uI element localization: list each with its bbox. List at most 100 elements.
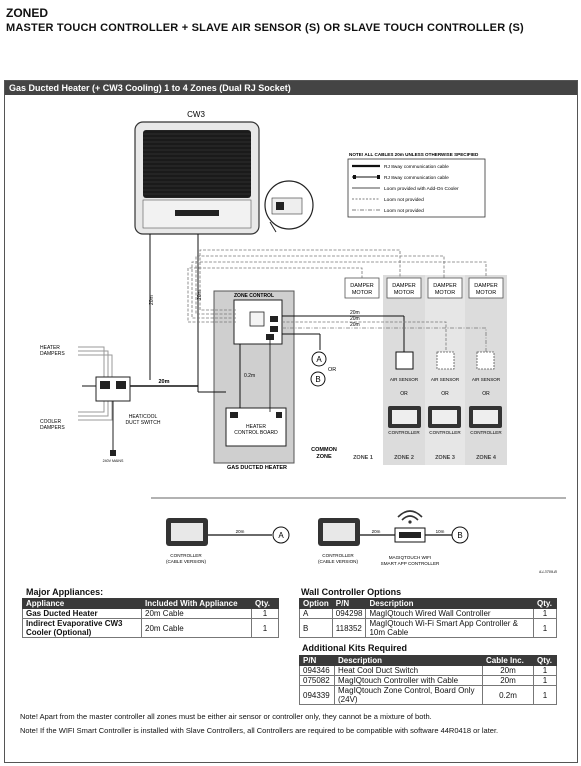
cell: 1 [251,618,279,638]
col-option: Option [299,598,333,609]
cable-label-6: 20m [350,316,360,322]
cell: 094346 [299,665,335,676]
table-row: B 118352 MagIQtouch Wi-Fi Smart App Cont… [299,618,557,638]
len-b-1: 20m [372,529,381,534]
diagram-banner: Gas Ducted Heater (+ CW3 Cooling) 1 to 4… [5,81,577,95]
controller-label-z2: CONTROLLER [388,430,420,435]
wiring-diagram: ZONE CONTROL HEATER CONTROL BOARD GAS DU… [40,110,566,574]
wifi-label-1: MAGIQTOUCH WIFI [389,555,432,560]
cable-label-7: 20m [350,322,360,328]
legend-item-1: RJ 8way communication cable [384,164,449,170]
marker-b: B [315,375,320,384]
or-z4: OR [482,391,490,397]
air-sensor-label-z4: AIR SENSOR [472,377,501,382]
cable-label-3: 20m [158,379,169,385]
cell: 0.2m [482,685,534,705]
damper-looms [187,249,487,323]
damper-motor-z4-2: MOTOR [476,290,496,296]
or-z3: OR [441,391,449,397]
zone2-shade [383,275,425,465]
table-header-row: P/N Description Cable Inc. Qty. [299,655,557,666]
table-row: 075082 MagIQtouch Controller with Cable … [299,675,557,686]
cable-label-4: 0.2m [244,373,255,379]
zone2-label: ZONE 2 [394,455,414,461]
cable-zone3 [282,321,447,352]
note-1: Note! Apart from the master controller a… [20,712,432,721]
col-description: Description [365,598,534,609]
cell: 1 [533,618,557,638]
cw3-label: CW3 [187,110,205,119]
air-sensor-label-z3: AIR SENSOR [431,377,460,382]
cell: 20m [482,665,534,676]
legend-item-2: RJ 8way communication cable [384,175,449,181]
air-sensor-z2 [395,351,414,370]
cell: 1 [533,675,557,686]
zone3-label: ZONE 3 [435,455,455,461]
page-heading: ZONED [6,6,48,20]
cell: B [299,618,333,638]
cooler-dampers-2: DAMPERS [40,425,65,431]
damper-motor-z3-1: DAMPER [433,283,457,289]
col-appliance: Appliance [22,598,142,609]
wifi-icon [397,510,423,518]
kits-table: P/N Description Cable Inc. Qty. 094346 H… [299,655,557,705]
cell: 20m Cable [141,608,252,619]
cell: MagIQtouch Wired Wall Controller [365,608,534,619]
cell: 20m [482,675,534,686]
damper-motor-z1-1: DAMPER [350,283,374,289]
switch-label-1: HEAT/COOL [129,414,158,420]
note-2: Note! If the WIFI Smart Controller is in… [20,726,499,735]
table-row: 094339 MagIQtouch Zone Control, Board On… [299,685,557,705]
damper-motor-z3-2: MOTOR [435,290,455,296]
zone4-label: ZONE 4 [476,455,497,461]
cell: 094339 [299,685,335,705]
cell: Gas Ducted Heater [22,608,142,619]
col-qty: Qty. [251,598,279,609]
heater-board-label-1: HEATER [246,424,266,430]
cell: MagIQtouch Zone Control, Board Only (24V… [334,685,483,705]
page-subheading: MASTER TOUCH CONTROLLER + SLAVE AIR SENS… [6,22,524,34]
wall-table: Option P/N Description Qty. A 094298 Mag… [299,598,557,638]
table-row: Indirect Evaporative CW3 Cooler (Optiona… [22,618,279,638]
table-row: Gas Ducted Heater 20m Cable 1 [22,608,279,619]
controller-label-z3: CONTROLLER [429,430,461,435]
common-zone-label-2: ZONE [316,454,332,460]
zone3-shade [425,275,465,465]
zone-controllers [388,406,502,428]
major-title: Major Appliances: [26,587,104,597]
drawing-ref: ILL3709-B [539,570,557,574]
controller-label-z4: CONTROLLER [470,430,502,435]
col-included: Included With Appliance [141,598,252,609]
heater-dampers-2: DAMPERS [40,351,65,357]
col-pn: P/N [299,655,335,666]
legend-box [347,158,486,218]
table-header-row: Appliance Included With Appliance Qty. [22,598,279,609]
cell: A [299,608,333,619]
bottom-ctrl-label-1: CONTROLLER [170,553,202,558]
legend-item-4: Loom not provided [384,197,424,203]
heater-dampers-1: HEATER [40,345,60,351]
cell: 20m Cable [141,618,252,638]
kits-title: Additional Kits Required [302,643,408,653]
wall-title: Wall Controller Options [301,587,402,597]
cell: 118352 [331,618,367,638]
marker-a: A [316,355,322,364]
cell: Indirect Evaporative CW3 Cooler (Optiona… [22,618,142,638]
cell: 094298 [331,608,367,619]
damper-motor-z2-2: MOTOR [394,290,414,296]
damper-motors [344,277,504,299]
cell: Heat Cool Duct Switch [334,665,483,676]
col-qty: Qty. [533,598,557,609]
air-sensor-label-z2: AIR SENSOR [390,377,419,382]
diagram-frame [4,80,578,763]
cell: 1 [533,685,557,705]
cell: 075082 [299,675,335,686]
table-header-row: Option P/N Description Qty. [299,598,557,609]
legend-item-3: Loom provided with Add-On Cooler [384,186,459,192]
table-row: 094346 Heat Cool Duct Switch 20m 1 [299,665,557,676]
cell: MagIQtouch Wi-Fi Smart App Controller & … [365,618,534,638]
cooler-dampers-1: COOLER [40,419,62,425]
bottom-ctrl2-label-2: (CABLE VERSION) [318,559,359,564]
wifi-label-2: SMART APP CONTROLLER [381,561,440,566]
col-qty: Qty. [533,655,557,666]
